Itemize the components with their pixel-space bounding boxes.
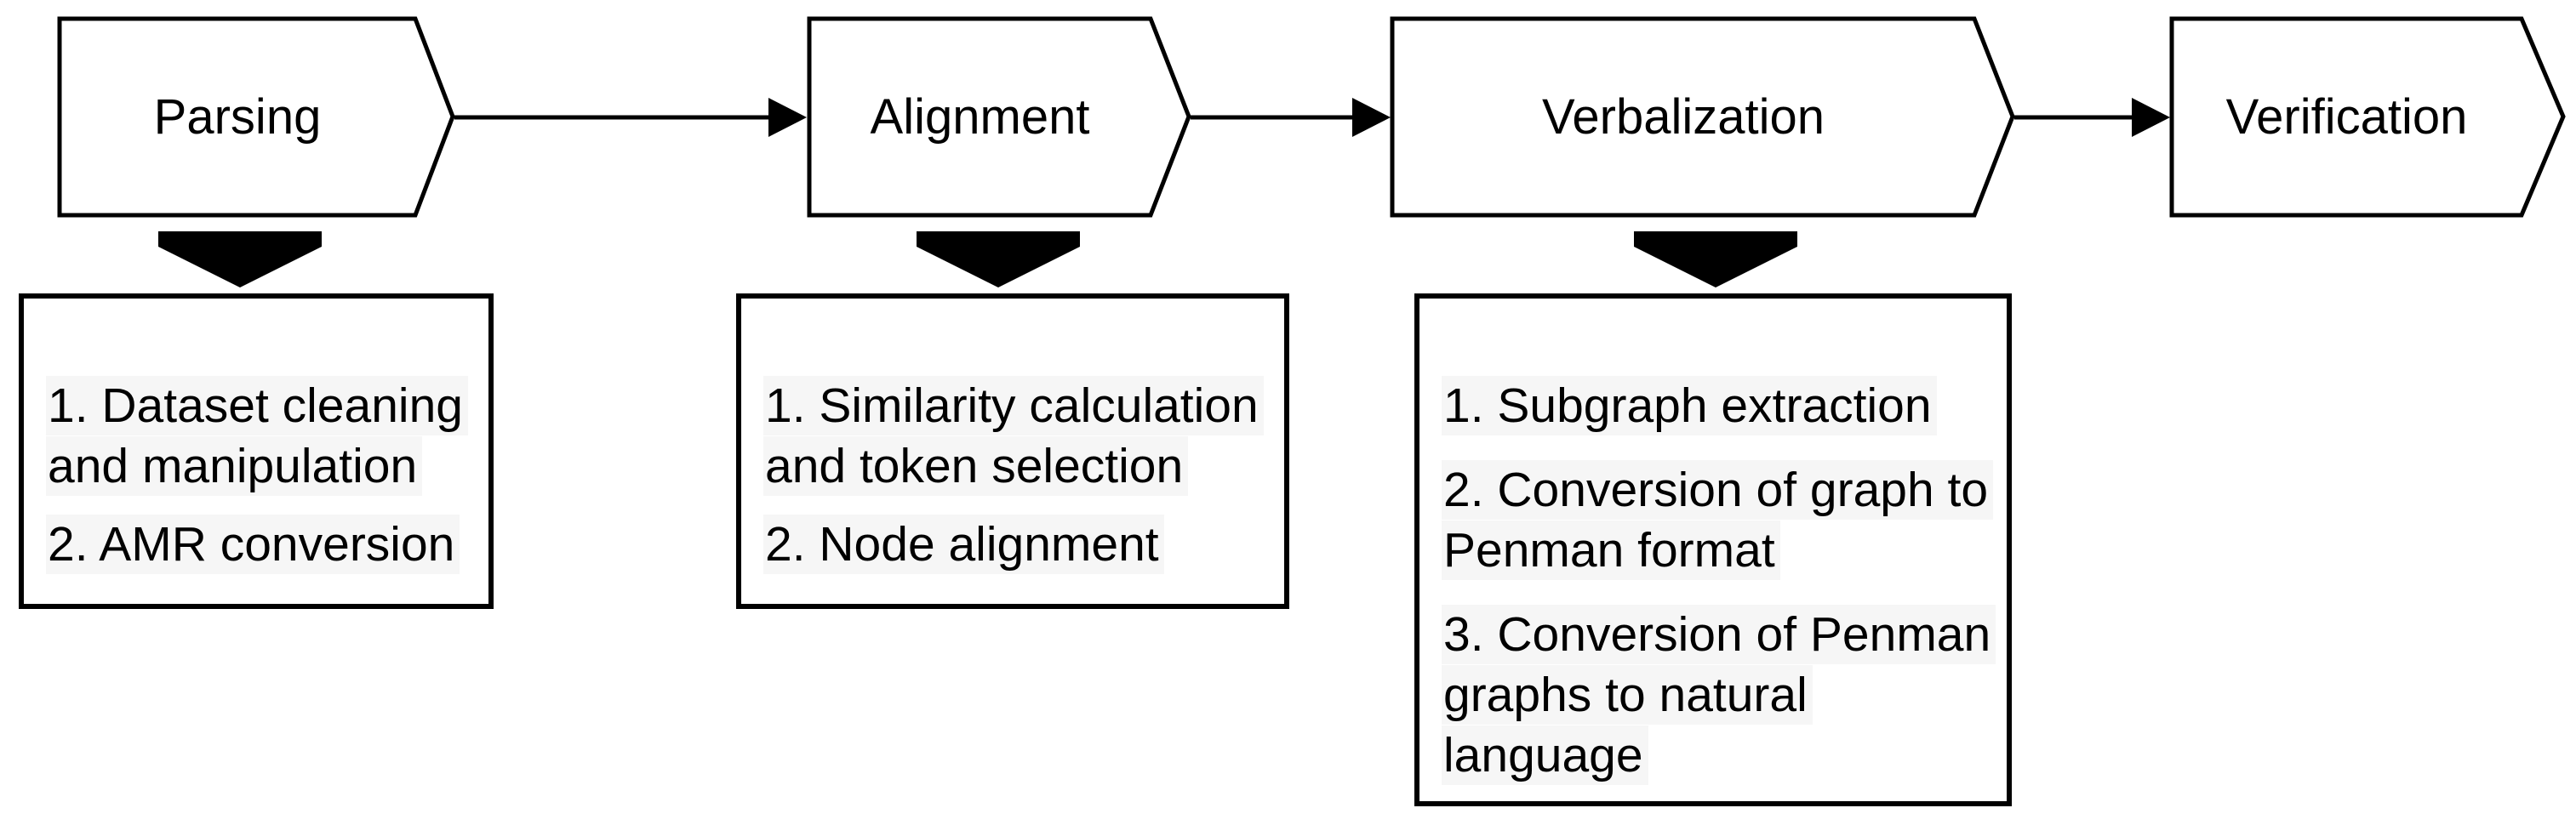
substep-item: 1. Subgraph extraction: [1442, 376, 1991, 436]
substep-item: 2. AMR conversion: [46, 515, 473, 575]
flow-arrow-icon: [2014, 98, 2170, 137]
substep-text: 1. Dataset cleaning and manipulation: [46, 376, 468, 496]
substep-item: 3. Conversion of Penman graphs to natura…: [1442, 605, 1996, 786]
substep-item: 2. Node alignment: [763, 515, 1269, 575]
stage-shape-parsing: [57, 16, 455, 218]
stage-label-verbalization: Verbalization: [1541, 89, 1825, 145]
down-arrow-icon: [917, 231, 1080, 287]
substep-text: 1. Subgraph extraction: [1442, 376, 1937, 435]
substep-item: 2. Conversion of graph to Penman format: [1442, 460, 1994, 581]
substep-item: 1. Dataset cleaning and manipulation: [46, 376, 473, 497]
stage-label-verification: Verification: [2225, 89, 2468, 145]
stage-shape-verbalization: [1390, 16, 2015, 218]
stage-shape-alignment: [807, 16, 1191, 218]
substeps-box-alignment: 1. Similarity calculation and token sele…: [736, 293, 1289, 609]
stage-shape-verification: [2169, 16, 2566, 218]
substep-text: 1. Similarity calculation and token sele…: [763, 376, 1264, 496]
down-arrow-icon: [158, 231, 322, 287]
substep-text: 3. Conversion of Penman graphs to natura…: [1442, 605, 1996, 785]
stage-label-alignment: Alignment: [870, 89, 1090, 145]
substep-text: 2. Conversion of graph to Penman format: [1442, 460, 1994, 580]
stage-label-parsing: Parsing: [153, 89, 322, 145]
flow-arrow-icon: [454, 98, 807, 137]
substep-text: 2. Node alignment: [763, 515, 1164, 574]
flow-arrow-icon: [1191, 98, 1391, 137]
substep-text: 2. AMR conversion: [46, 515, 460, 574]
substeps-box-verbalization: 1. Subgraph extraction 2. Conversion of …: [1414, 293, 2012, 806]
down-arrow-icon: [1634, 231, 1797, 287]
substeps-box-parsing: 1. Dataset cleaning and manipulation 2. …: [19, 293, 494, 609]
substep-item: 1. Similarity calculation and token sele…: [763, 376, 1269, 497]
